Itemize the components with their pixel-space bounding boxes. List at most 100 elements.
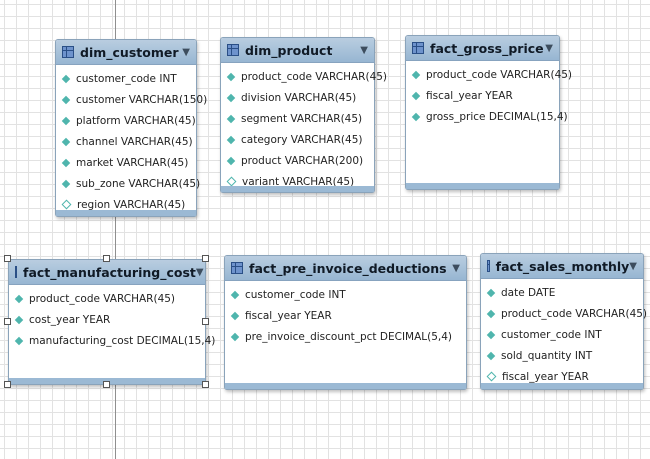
column-row[interactable]: product_code VARCHAR(45) <box>9 288 205 309</box>
diamond-icon <box>226 156 236 165</box>
column-row[interactable]: variant VARCHAR(45) <box>221 171 374 192</box>
table-dim-product[interactable]: dim_product ▼ product_code VARCHAR(45) d… <box>220 37 387 193</box>
column-row[interactable]: channel VARCHAR(45) <box>56 131 196 152</box>
resize-handle-middle-right[interactable] <box>202 318 209 325</box>
triangle-down-icon[interactable]: ▼ <box>195 266 204 278</box>
triangle-down-icon[interactable]: ▼ <box>360 44 368 56</box>
table-header[interactable]: fact_manufacturing_cost ▼ <box>9 260 205 285</box>
column-label: gross_price DECIMAL(15,4) <box>426 110 568 123</box>
triangle-down-icon[interactable]: ▼ <box>182 46 190 58</box>
column-row[interactable]: manufacturing_cost DECIMAL(15,4) <box>9 330 215 351</box>
diamond-icon <box>14 336 24 345</box>
diamond-icon <box>61 116 71 125</box>
diamond-icon <box>486 330 496 339</box>
column-label: cost_year YEAR <box>29 313 111 326</box>
column-row[interactable]: fiscal_year YEAR <box>481 366 643 387</box>
table-header[interactable]: dim_product ▼ <box>221 38 374 63</box>
column-row[interactable]: product VARCHAR(200) <box>221 150 374 171</box>
table-footer <box>56 210 196 216</box>
column-label: sub_zone VARCHAR(45) <box>76 177 201 190</box>
table-footer <box>406 183 559 189</box>
column-label: division VARCHAR(45) <box>241 91 357 104</box>
column-label: product_code VARCHAR(45) <box>426 68 573 81</box>
table-title: fact_gross_price <box>430 40 544 56</box>
triangle-down-icon[interactable]: ▼ <box>452 262 460 274</box>
column-row[interactable]: customer_code INT <box>225 284 466 305</box>
column-label: customer_code INT <box>76 72 177 85</box>
column-label: platform VARCHAR(45) <box>76 114 196 127</box>
diamond-icon <box>486 288 496 297</box>
table-header[interactable]: dim_customer ▼ <box>56 40 196 65</box>
column-row[interactable]: product_code VARCHAR(45) <box>221 66 387 87</box>
table-icon <box>15 266 17 278</box>
table-fact-manufacturing-cost[interactable]: fact_manufacturing_cost ▼ product_code V… <box>8 259 215 385</box>
column-row[interactable]: platform VARCHAR(45) <box>56 110 196 131</box>
column-row[interactable]: segment VARCHAR(45) <box>221 108 374 129</box>
column-label: pre_invoice_discount_pct DECIMAL(5,4) <box>245 330 453 343</box>
diamond-icon <box>230 290 240 299</box>
diamond-icon <box>14 315 24 324</box>
column-label: segment VARCHAR(45) <box>241 112 363 125</box>
table-footer <box>225 383 466 389</box>
column-row[interactable]: gross_price DECIMAL(15,4) <box>406 106 568 127</box>
diamond-icon <box>226 135 236 144</box>
column-label: fiscal_year YEAR <box>502 370 589 383</box>
table-header[interactable]: fact_pre_invoice_deductions ▼ <box>225 256 466 281</box>
column-row[interactable]: product_code VARCHAR(45) <box>481 303 647 324</box>
canvas-connector-line <box>115 0 116 459</box>
diamond-icon <box>486 309 496 318</box>
column-row[interactable]: category VARCHAR(45) <box>221 129 374 150</box>
column-row[interactable]: product_code VARCHAR(45) <box>406 64 572 85</box>
resize-handle-top-middle[interactable] <box>103 255 110 262</box>
column-row[interactable]: customer_code INT <box>481 324 643 345</box>
triangle-down-icon[interactable]: ▼ <box>545 42 553 54</box>
resize-handle-bottom-right[interactable] <box>202 381 209 388</box>
column-label: customer_code INT <box>245 288 346 301</box>
column-row[interactable]: cost_year YEAR <box>9 309 205 330</box>
table-title: fact_manufacturing_cost <box>23 264 196 280</box>
column-row[interactable]: market VARCHAR(45) <box>56 152 196 173</box>
table-dim-customer[interactable]: dim_customer ▼ customer_code INT custome… <box>55 39 207 217</box>
column-label: sold_quantity INT <box>501 349 593 362</box>
column-row[interactable]: fiscal_year YEAR <box>406 85 559 106</box>
table-title: dim_product <box>245 42 333 58</box>
column-row[interactable]: sub_zone VARCHAR(45) <box>56 173 200 194</box>
column-label: customer_code INT <box>501 328 602 341</box>
resize-handle-bottom-left[interactable] <box>4 381 11 388</box>
table-title: fact_sales_monthly <box>495 258 630 274</box>
column-label: fiscal_year YEAR <box>245 309 332 322</box>
table-header[interactable]: fact_sales_monthly ▼ <box>481 254 643 279</box>
resize-handle-middle-left[interactable] <box>4 318 11 325</box>
column-row[interactable]: region VARCHAR(45) <box>56 194 196 215</box>
resize-handle-top-right[interactable] <box>202 255 209 262</box>
column-row[interactable]: fiscal_year YEAR <box>225 305 466 326</box>
diamond-icon <box>61 95 71 104</box>
column-label: category VARCHAR(45) <box>241 133 363 146</box>
diamond-icon <box>226 72 236 81</box>
table-icon <box>62 46 74 58</box>
triangle-down-icon[interactable]: ▼ <box>629 260 637 272</box>
column-row[interactable]: customer_code INT <box>56 68 196 89</box>
diamond-icon <box>61 179 71 188</box>
table-fact-sales-monthly[interactable]: fact_sales_monthly ▼ date DATE product_c… <box>480 253 647 390</box>
column-row[interactable]: date DATE <box>481 282 643 303</box>
column-label: product_code VARCHAR(45) <box>241 70 388 83</box>
column-row[interactable]: sold_quantity INT <box>481 345 643 366</box>
table-fact-gross-price[interactable]: fact_gross_price ▼ product_code VARCHAR(… <box>405 35 572 190</box>
diamond-icon <box>411 112 421 121</box>
resize-handle-top-left[interactable] <box>4 255 11 262</box>
table-fact-pre-invoice-deductions[interactable]: fact_pre_invoice_deductions ▼ customer_c… <box>224 255 467 390</box>
table-footer <box>221 186 374 192</box>
column-row[interactable]: division VARCHAR(45) <box>221 87 374 108</box>
resize-handle-bottom-middle[interactable] <box>103 381 110 388</box>
diamond-icon <box>411 70 421 79</box>
column-label: region VARCHAR(45) <box>77 198 186 211</box>
diamond-icon <box>230 311 240 320</box>
diamond-icon <box>61 158 71 167</box>
column-row[interactable]: customer VARCHAR(150) <box>56 89 207 110</box>
table-header[interactable]: fact_gross_price ▼ <box>406 36 559 61</box>
table-title: dim_customer <box>80 44 179 60</box>
column-row[interactable]: pre_invoice_discount_pct DECIMAL(5,4) <box>225 326 466 347</box>
diamond-icon <box>411 91 421 100</box>
diamond-icon <box>486 351 496 360</box>
